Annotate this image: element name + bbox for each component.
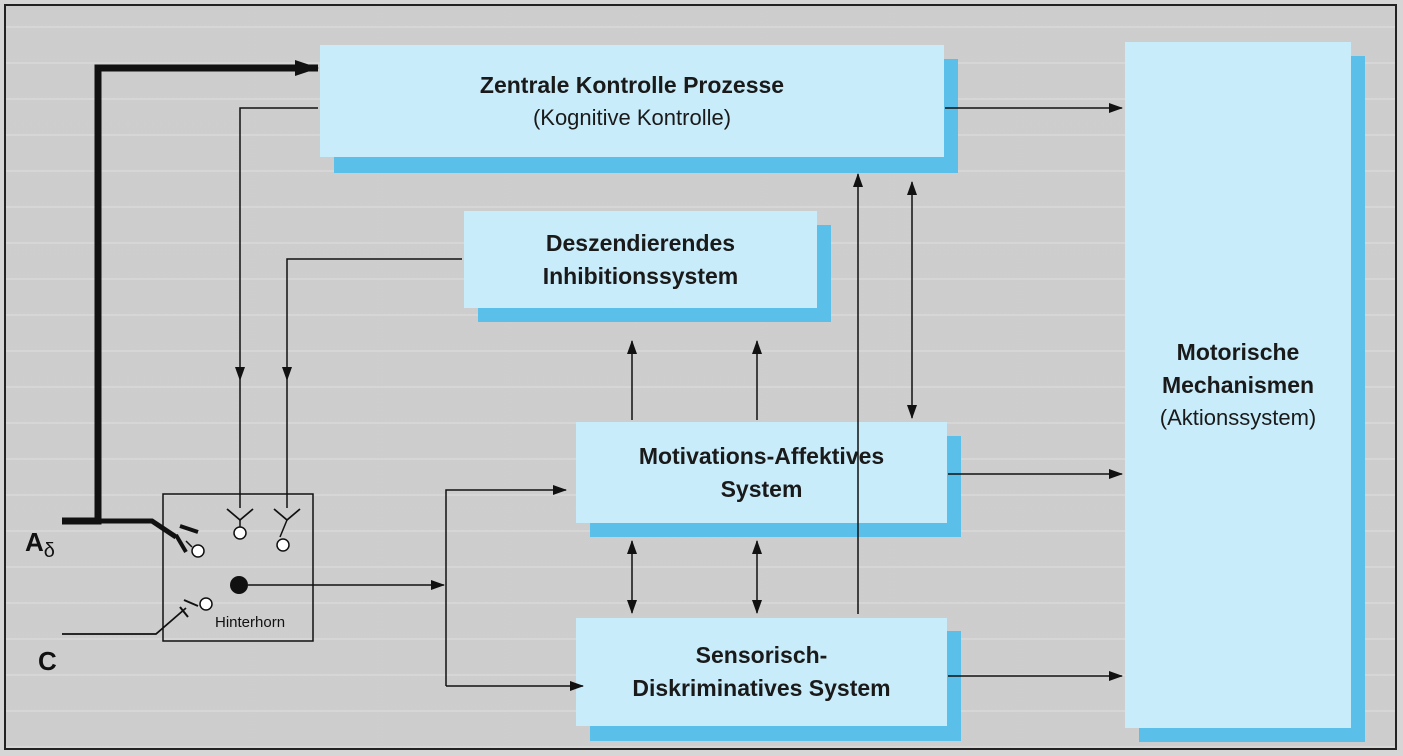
projection-neuron-icon (230, 576, 248, 594)
deszendierendes-box: Deszendierendes Inhibitionssystem (464, 211, 817, 308)
sensorisch-line2: Diskriminatives System (632, 675, 891, 701)
a-delta-fiber-path (62, 60, 319, 525)
zentrale-kontrolle-subtitle: (Kognitive Kontrolle) (532, 104, 732, 130)
hinterhorn-box (162, 493, 314, 642)
c-fiber-neuron-icon (199, 597, 213, 611)
deszendierendes-line1: Deszendierendes (545, 229, 736, 256)
input-a-subscript: δ (43, 540, 55, 563)
split-to-motivations (445, 485, 567, 686)
motorische-line1: Motorische (1176, 339, 1300, 365)
motivations-line2: System (720, 475, 803, 502)
motorische-subtitle: (Aktionssystem) (1159, 405, 1317, 430)
a-delta-synapse-icon (174, 524, 199, 554)
sensorisch-line1: Sensorisch- (695, 642, 828, 668)
descending-synapse-left-icon (226, 508, 254, 522)
zentrale-kontrolle-box: Zentrale Kontrolle Prozesse (Kognitive K… (320, 45, 944, 157)
interneuron-right-icon (276, 538, 290, 552)
deszendierendes-to-hinterhorn-line (282, 258, 462, 381)
interneuron-left-icon (233, 526, 247, 540)
input-a-letter: A (25, 527, 44, 557)
a-delta-neuron-icon (191, 544, 205, 558)
deszendierendes-line2: Inhibitionssystem (542, 262, 739, 289)
zentrale-kontrolle-title: Zentrale Kontrolle Prozesse (479, 71, 785, 98)
sensorisch-diskriminatives-box: Sensorisch- Diskriminatives System (576, 618, 947, 726)
motorische-mechanismen-box: Motorische Mechanismen (Aktionssystem) (1125, 42, 1351, 728)
motorische-line2: Mechanismen (1161, 372, 1315, 398)
motivations-affektives-box: Motivations-Affektives System (576, 422, 947, 523)
hinterhorn-label: Hinterhorn (215, 614, 286, 631)
motivations-line1: Motivations-Affektives (638, 442, 885, 469)
input-c-label: C (38, 646, 57, 676)
a-delta-fiber-into-hinterhorn (98, 518, 178, 540)
zentrale-to-hinterhorn-line (235, 107, 318, 381)
descending-synapse-right-icon (273, 508, 301, 522)
input-a-delta-label: Aδ (25, 527, 55, 563)
c-fiber-path (62, 607, 187, 635)
c-fiber-synapse-icon (179, 599, 199, 618)
